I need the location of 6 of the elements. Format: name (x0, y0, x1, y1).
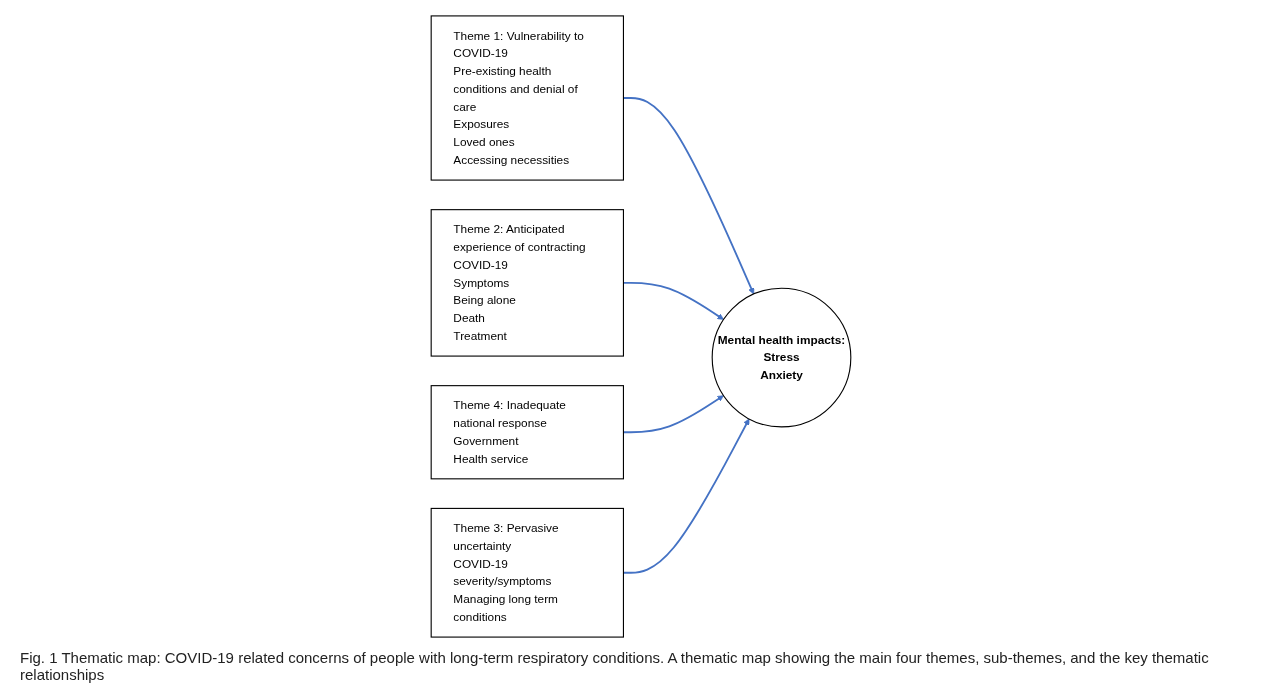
node-box: Theme 3: Pervasive uncertainty COVID-19 severity/symptoms Managing long term conditions (430, 507, 624, 638)
caption: Fig. 1 Thematic map: COVID-19 related concerns of people with long-term respiratory conditions. A thematic map showing the main four themes, sub-themes, and the key thematic relationships (20, 649, 1210, 683)
node-box: Theme 4: Inadequate national response Government Health service (430, 385, 624, 480)
node-box: Theme 2: Anticipated experience of contracting COVID-19 Symptoms Being alone Death Treatment (430, 209, 624, 357)
node-circle: Mental health impacts: Stress Anxiety (711, 287, 852, 428)
node-box: Theme 1: Vulnerability to COVID-19 Pre-existing health conditions and denial of care Exposures Loved ones Accessing necessities (430, 15, 624, 181)
